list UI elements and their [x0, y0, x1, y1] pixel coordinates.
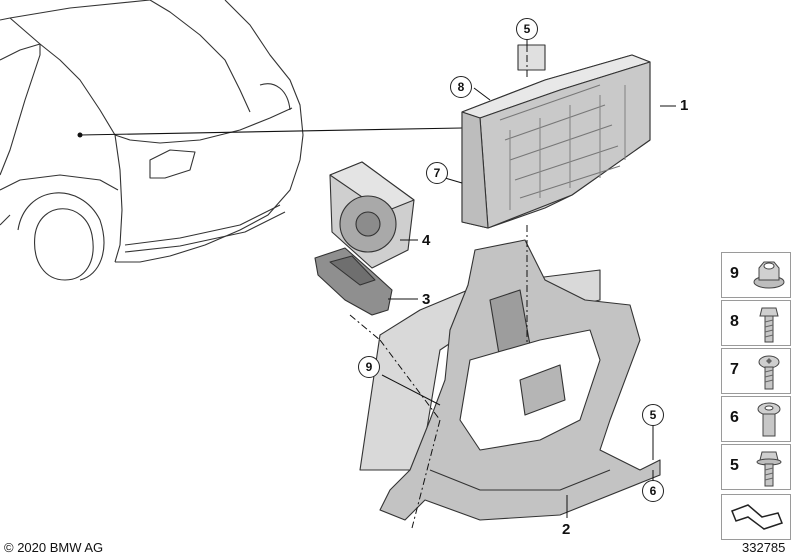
legend-item-hardware-set [721, 494, 791, 540]
callout-4: 4 [422, 232, 431, 249]
legend-number: 5 [730, 457, 739, 474]
legend-item-9: 9 [721, 252, 791, 298]
legend-number: 6 [730, 409, 739, 426]
vehicle-rear-illustration [0, 0, 304, 281]
hex-bolt-washer-icon [756, 451, 782, 487]
legend-number: 7 [730, 361, 739, 378]
legend-item-5: 5 [721, 444, 791, 490]
callout-3: 3 [422, 291, 431, 308]
mounting-bracket [359, 239, 661, 521]
hex-bolt-icon [759, 307, 779, 343]
legend-item-6: 6 [721, 396, 791, 442]
holder-clip [314, 247, 393, 316]
spacer-bolt-icon [757, 402, 781, 437]
torx-screw-icon [758, 355, 780, 390]
amplifier-module [461, 44, 651, 229]
callout-7: 7 [426, 162, 448, 184]
callout-2: 2 [562, 521, 571, 538]
diagram-id: 332785 [742, 540, 786, 555]
copyright-text: © 2020 BMW AG [4, 540, 104, 555]
callout-1: 1 [680, 97, 689, 114]
callout-8: 8 [450, 76, 472, 98]
legend-item-7: 7 [721, 348, 791, 394]
cooling-fan [329, 161, 415, 269]
legend-item-8: 8 [721, 300, 791, 346]
callout-6: 6 [642, 480, 664, 502]
callout-9: 9 [358, 356, 380, 378]
callout-5-right: 5 [642, 404, 664, 426]
flange-nut-icon [753, 261, 785, 289]
wrench-set-icon [731, 504, 783, 530]
legend-number: 9 [730, 265, 739, 282]
legend-number: 8 [730, 313, 739, 330]
callout-5-top: 5 [516, 18, 538, 40]
